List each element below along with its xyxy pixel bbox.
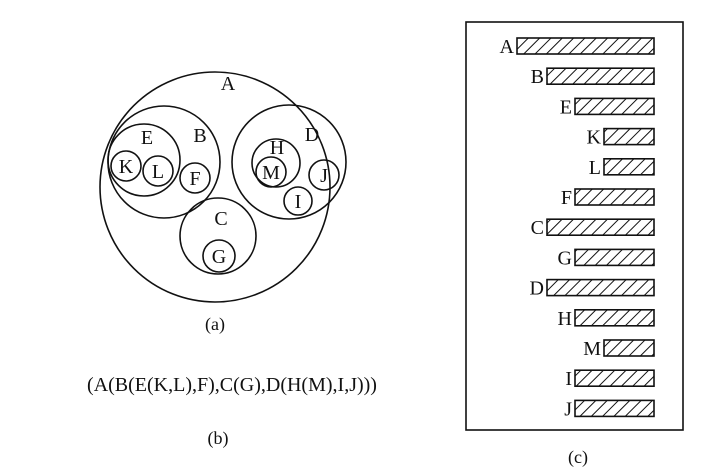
bar-G (574, 248, 655, 267)
circle-C (179, 197, 257, 275)
indentation-frame (465, 21, 684, 431)
bar-label-E: E (560, 96, 572, 118)
bar-D (546, 278, 655, 297)
caption-b: (b) (208, 428, 229, 449)
bar-label-K: K (587, 127, 602, 149)
circle-G (202, 239, 236, 273)
bar-label-J: J (564, 398, 572, 420)
bar-label-G: G (558, 247, 572, 269)
caption-c: (c) (568, 447, 588, 468)
bar-I (574, 369, 655, 388)
node-label-H: H (270, 137, 284, 159)
node-label-M: M (262, 162, 280, 184)
caption-a: (a) (205, 314, 225, 335)
bar-label-D: D (530, 278, 544, 300)
nested-circles-diagram (99, 71, 347, 303)
circle-F (179, 162, 211, 194)
bar-label-H: H (558, 308, 572, 330)
circle-D (231, 104, 347, 220)
bar-label-M: M (583, 338, 601, 360)
circle-I (283, 186, 313, 216)
circle-J (308, 159, 340, 191)
node-label-F: F (189, 168, 200, 190)
bar-K (603, 127, 655, 146)
node-label-I: I (295, 191, 302, 213)
circle-L (142, 155, 174, 187)
bar-L (603, 158, 655, 176)
bar-F (574, 188, 655, 206)
bar-label-I: I (565, 368, 572, 390)
bar-H (574, 308, 655, 327)
node-label-D: D (305, 124, 319, 146)
node-label-C: C (214, 208, 227, 230)
circle-H (251, 138, 301, 188)
bar-label-L: L (589, 157, 601, 179)
bar-B (546, 67, 655, 85)
node-label-A: A (221, 73, 236, 95)
node-label-G: G (212, 246, 226, 268)
node-label-B: B (193, 125, 206, 147)
circle-E (107, 123, 181, 197)
bar-J (574, 399, 655, 418)
bar-label-F: F (561, 187, 572, 209)
bar-label-B: B (531, 66, 544, 88)
circle-K (110, 150, 142, 182)
parenthesized-expression: (A(B(E(K,L),F),C(G),D(H(M),I,J))) (87, 374, 377, 396)
bar-E (574, 97, 655, 116)
bar-M (603, 339, 655, 357)
bar-label-A: A (500, 36, 515, 58)
bar-C (546, 218, 655, 236)
bar-A (516, 37, 655, 55)
circle-M (255, 156, 287, 188)
node-label-L: L (152, 161, 164, 183)
bar-label-C: C (531, 217, 544, 239)
node-label-J: J (320, 165, 328, 187)
node-label-E: E (141, 127, 153, 149)
node-label-K: K (119, 156, 134, 178)
nested-circles-labels: A B E K L F C G D H M I J (119, 73, 328, 268)
circle-A (99, 71, 331, 303)
